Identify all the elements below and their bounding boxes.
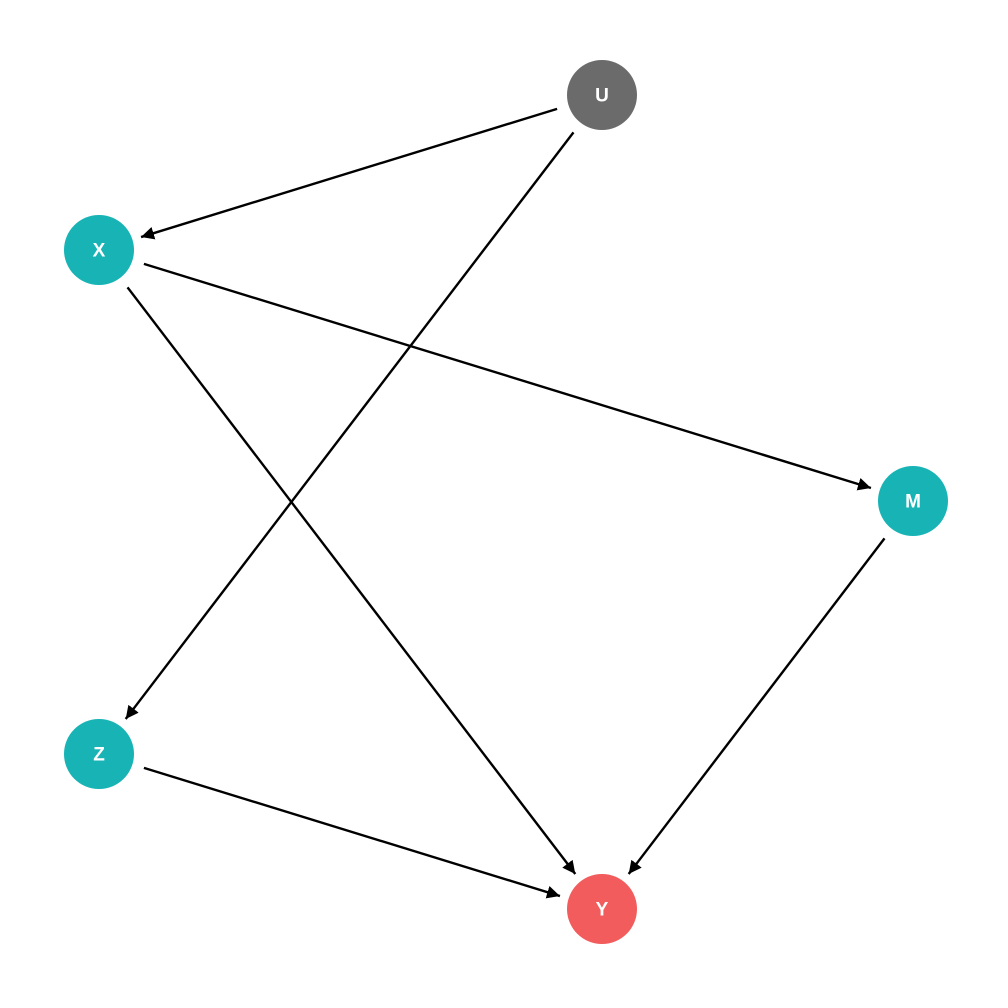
node-m-circle — [878, 466, 948, 536]
node-m-label: M — [905, 492, 921, 513]
edge-u-to-x — [140, 107, 558, 240]
edge-x-to-y — [126, 286, 577, 875]
edge-m-to-y — [627, 537, 886, 875]
edge-z-to-y — [143, 766, 561, 899]
node-x-label: X — [93, 241, 106, 262]
node-u-label: U — [595, 86, 609, 107]
edges-layer — [124, 107, 886, 899]
nodes-layer: U X M Z Y — [64, 60, 948, 944]
node-u-circle — [567, 60, 637, 130]
node-z: Z — [64, 719, 134, 789]
edge-x-to-m — [143, 262, 872, 491]
node-y-circle — [567, 874, 637, 944]
node-m: M — [878, 466, 948, 536]
edge-u-to-z — [124, 131, 575, 720]
node-x-circle — [64, 215, 134, 285]
node-x: X — [64, 215, 134, 285]
node-z-label: Z — [93, 745, 105, 766]
node-z-circle — [64, 719, 134, 789]
node-y-label: Y — [596, 900, 609, 921]
node-y: Y — [567, 874, 637, 944]
node-u: U — [567, 60, 637, 130]
